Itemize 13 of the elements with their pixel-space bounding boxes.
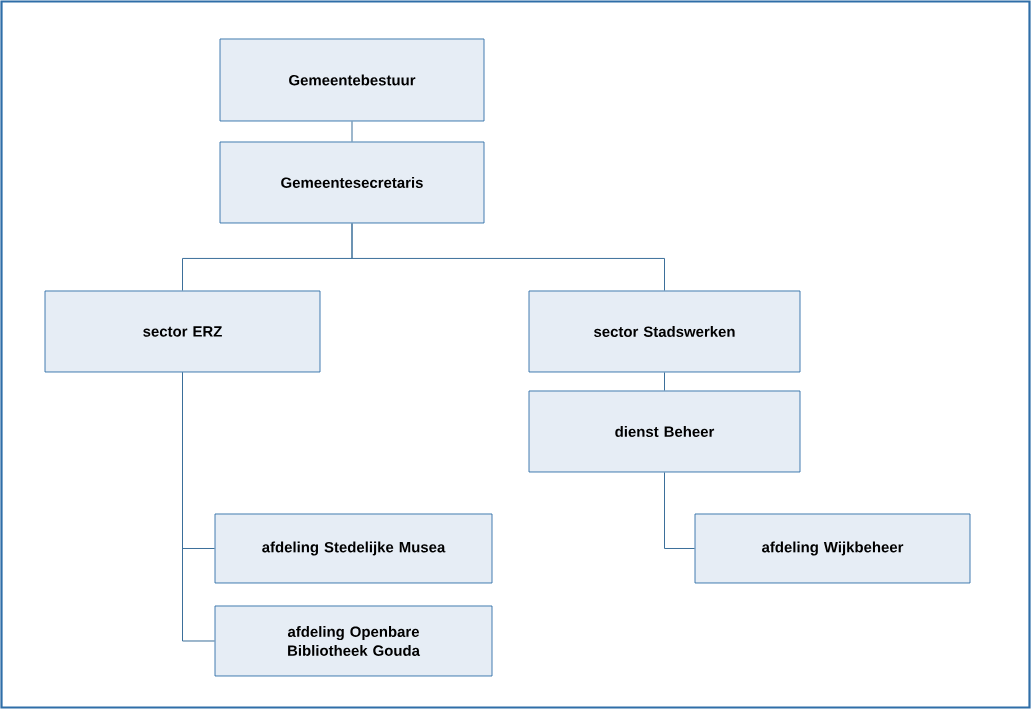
org-box: sector ERZ bbox=[44, 290, 321, 373]
org-box: afdeling Wijkbeheer bbox=[694, 513, 971, 584]
org-box: dienst Beheer bbox=[528, 390, 801, 473]
org-box: afdeling Stedelijke Musea bbox=[214, 513, 493, 584]
org-box: afdeling Openbare Bibliotheek Gouda bbox=[214, 605, 493, 677]
org-box: sector Stadswerken bbox=[528, 290, 801, 373]
connector-line bbox=[664, 471, 696, 549]
connector-line bbox=[182, 371, 216, 642]
org-box: Gemeentesecretaris bbox=[219, 141, 485, 224]
org-box: Gemeentebestuur bbox=[219, 38, 485, 122]
connector-line bbox=[351, 222, 665, 292]
connector-line bbox=[664, 371, 665, 392]
connector-line bbox=[351, 120, 353, 143]
